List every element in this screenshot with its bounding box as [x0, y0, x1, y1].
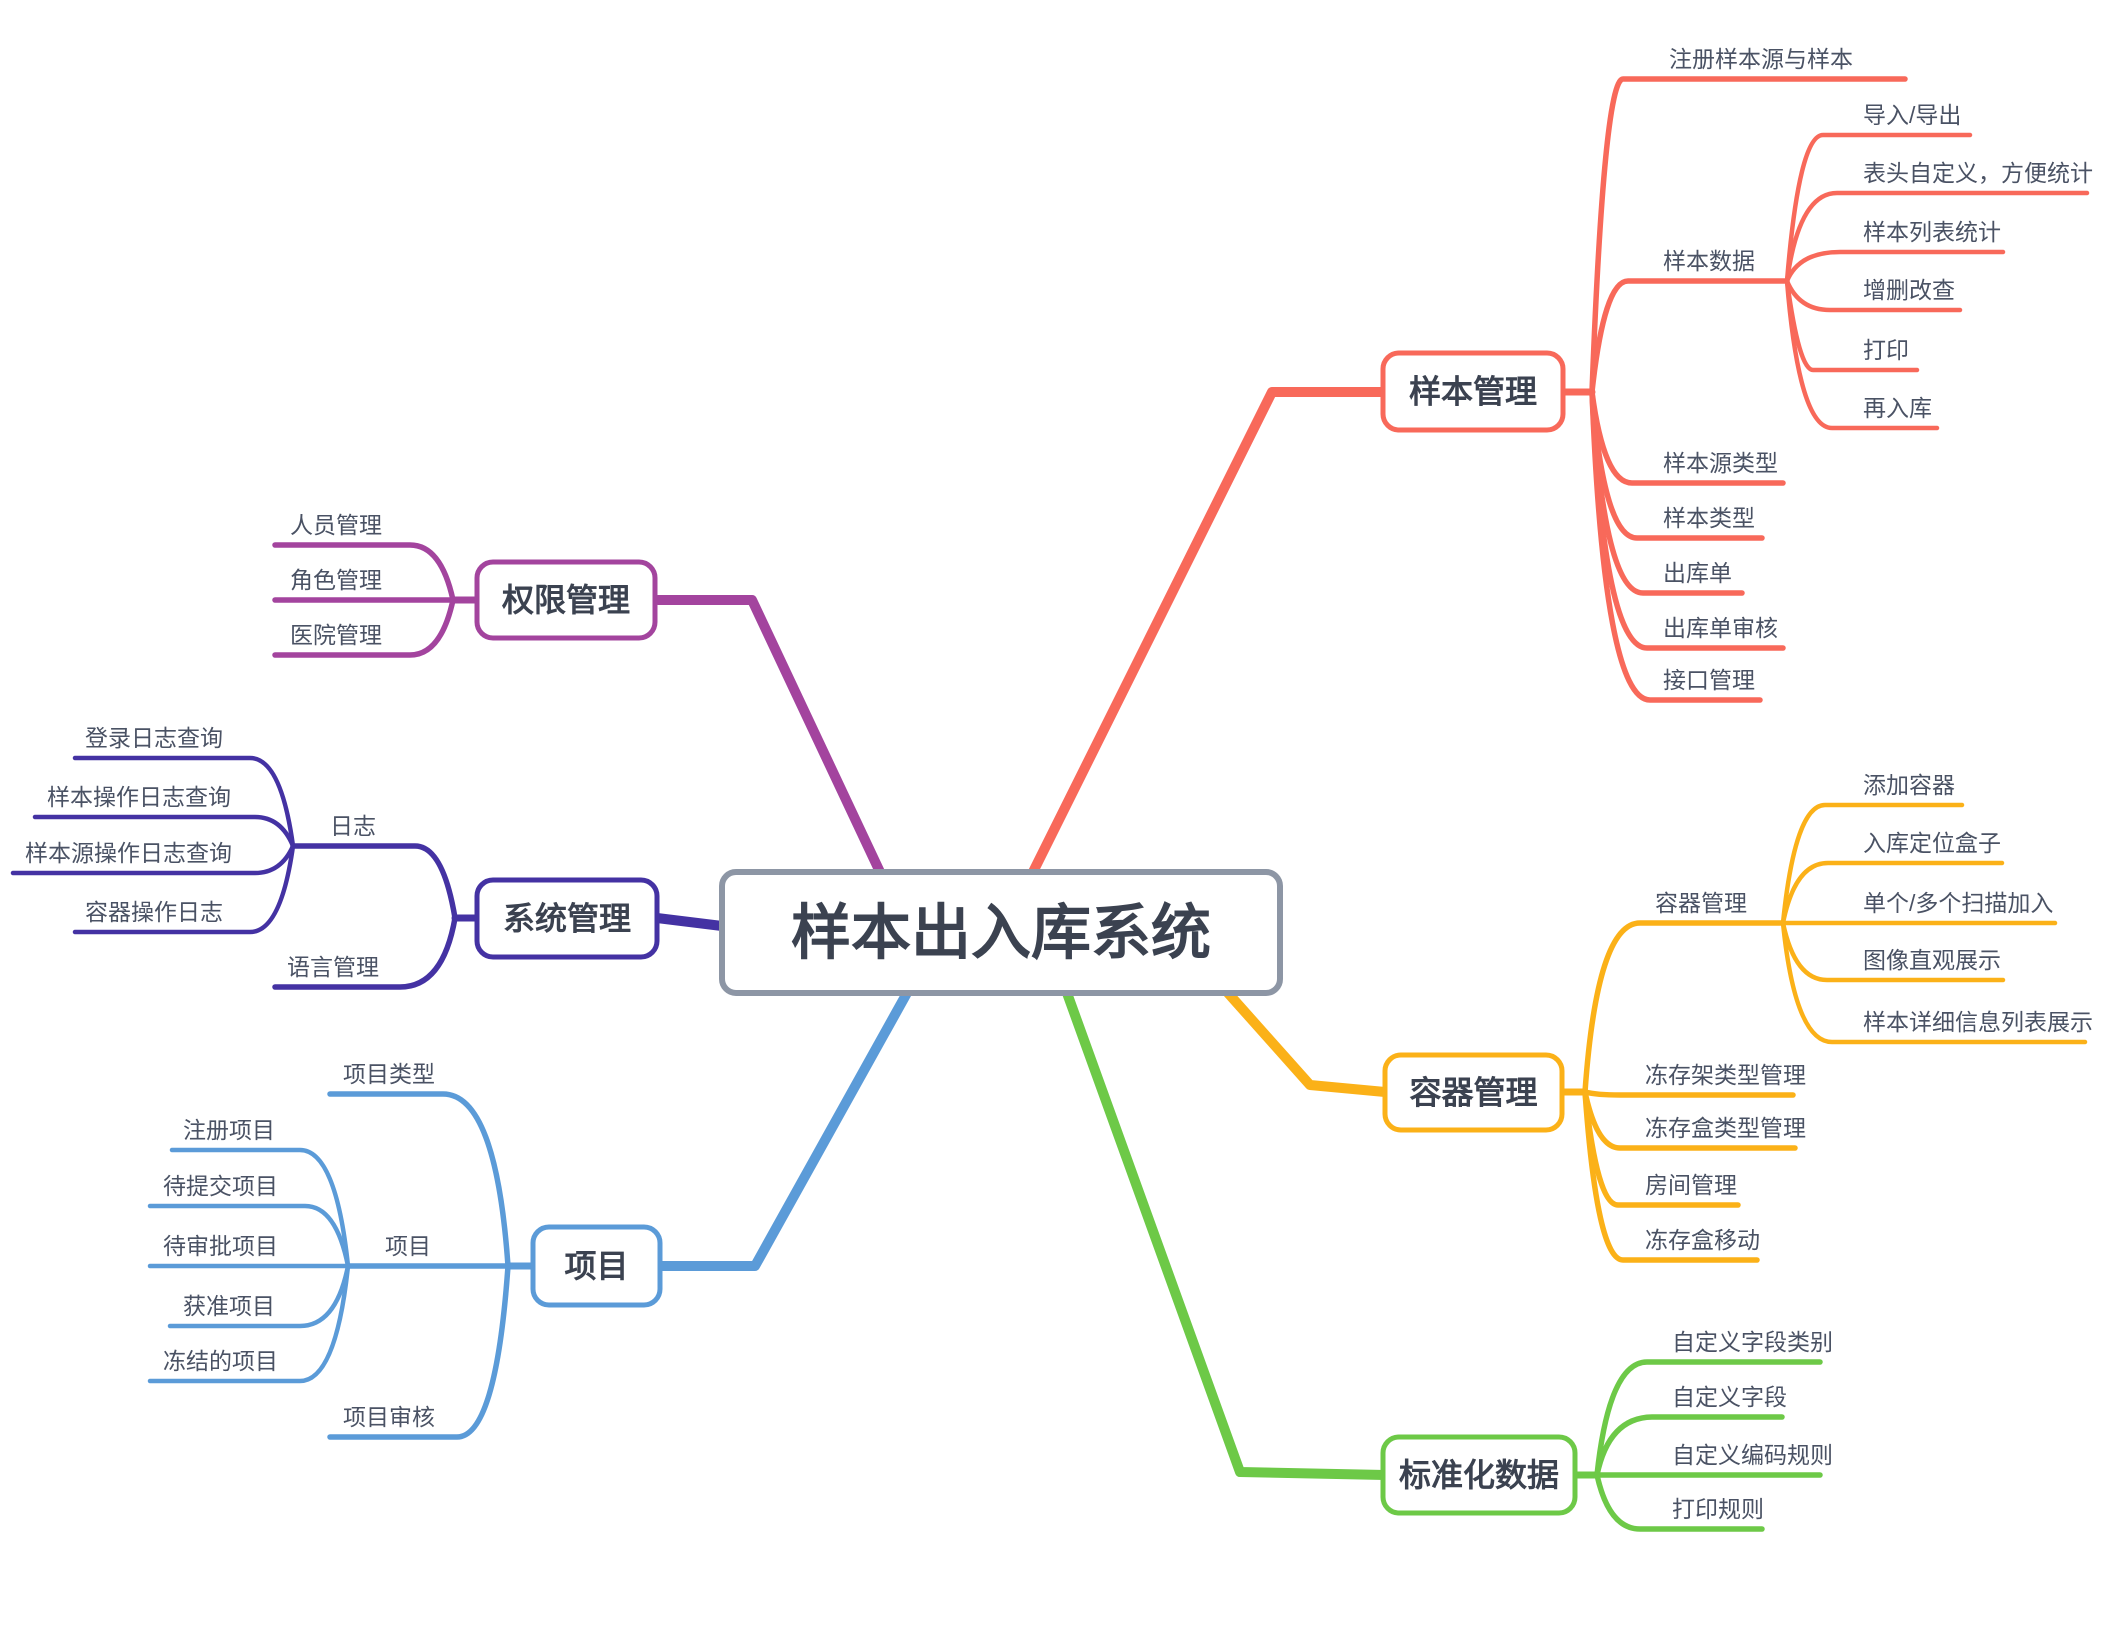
topic-label[interactable]: 房间管理	[1645, 1172, 1737, 1198]
branch-link-project	[655, 988, 912, 1271]
branch-node-permission-management[interactable]	[474, 559, 658, 641]
branch-node-label[interactable]: 系统管理	[503, 901, 631, 937]
topic-label[interactable]: 增删改查	[1863, 277, 1955, 303]
topic-label[interactable]: 样本操作日志查询	[47, 784, 231, 810]
branch-node-project[interactable]	[530, 1224, 663, 1308]
topic-label[interactable]: 容器管理	[1655, 890, 1747, 916]
topic-label[interactable]: 添加容器	[1863, 772, 1955, 798]
branch-node-container-management[interactable]	[1382, 1052, 1565, 1133]
topic-label[interactable]: 接口管理	[1663, 667, 1755, 693]
topic-link-project	[169, 1147, 351, 1269]
topic-link-container-management	[1582, 1089, 1760, 1263]
topic-label[interactable]: 角色管理	[290, 567, 382, 593]
topic-link-project	[327, 1263, 511, 1440]
topic-label[interactable]: 冻存架类型管理	[1645, 1062, 1806, 1088]
topic-link-standardized-data	[1594, 1359, 1823, 1478]
topic-link-sample-management	[1589, 278, 1790, 395]
topic-label[interactable]: 待审批项目	[163, 1233, 278, 1259]
topic-label[interactable]: 出库单	[1663, 560, 1732, 586]
branch-node-system-management[interactable]	[474, 877, 660, 960]
topic-link-container-management	[1780, 860, 2005, 926]
topic-link-system-management	[290, 843, 458, 921]
branch-link-system-management	[652, 913, 727, 931]
topic-link-sample-management	[1784, 278, 1940, 431]
topic-link-project	[147, 1263, 351, 1384]
branch-link-permission-management	[653, 595, 885, 877]
central-topic-label[interactable]: 样本出入库系统	[791, 900, 1211, 967]
topic-label[interactable]: 样本类型	[1663, 505, 1755, 531]
topic-label[interactable]: 待提交项目	[163, 1173, 278, 1199]
topic-label[interactable]: 入库定位盒子	[1863, 830, 2001, 856]
branch-node-sample-management[interactable]	[1380, 350, 1566, 433]
topic-label[interactable]: 出库单审核	[1663, 615, 1778, 641]
topic-label[interactable]: 注册项目	[183, 1117, 275, 1143]
topic-link-sample-management	[1784, 249, 2006, 284]
branch-node-standardized-data[interactable]	[1380, 1434, 1578, 1516]
topic-label[interactable]: 样本详细信息列表展示	[1863, 1009, 2093, 1035]
topic-link-sample-management	[1589, 76, 1908, 395]
topic-label[interactable]: 样本源类型	[1663, 450, 1778, 476]
topic-label[interactable]: 注册样本源与样本	[1669, 46, 1853, 72]
topic-label[interactable]: 医院管理	[290, 622, 382, 648]
topic-label[interactable]: 登录日志查询	[85, 725, 223, 751]
topic-label[interactable]: 自定义字段	[1672, 1384, 1787, 1410]
topic-label[interactable]: 导入/导出	[1863, 102, 1961, 128]
topic-link-project	[327, 1091, 511, 1269]
topic-link-system-management	[72, 843, 296, 935]
topic-label[interactable]: 获准项目	[183, 1293, 275, 1319]
branch-node-label[interactable]: 容器管理	[1409, 1075, 1537, 1111]
branch-node-label[interactable]: 样本管理	[1409, 374, 1537, 410]
topic-link-permission-management	[272, 542, 456, 603]
branch-link-container-management	[1223, 988, 1390, 1097]
topic-link-sample-management	[1589, 389, 1763, 703]
branch-node-label[interactable]: 权限管理	[501, 582, 630, 618]
topic-link-standardized-data	[1594, 1414, 1785, 1478]
topic-label[interactable]: 样本源操作日志查询	[25, 840, 232, 866]
topic-link-sample-management	[1784, 132, 1973, 284]
topic-label[interactable]: 图像直观展示	[1863, 947, 2001, 973]
topic-label[interactable]: 自定义编码规则	[1672, 1442, 1833, 1468]
topic-link-container-management	[1780, 920, 2088, 1045]
topic-label[interactable]: 冻存盒移动	[1645, 1227, 1760, 1253]
topic-link-standardized-data	[1594, 1472, 1765, 1532]
topic-link-container-management	[1582, 920, 1786, 1095]
branch-link-standardized-data	[1062, 988, 1390, 1480]
topic-link-container-management	[1582, 1089, 1796, 1098]
branch-link-sample-management	[1028, 387, 1390, 877]
topic-label[interactable]: 日志	[330, 813, 376, 839]
topic-label[interactable]: 冻存盒类型管理	[1645, 1115, 1806, 1141]
topic-label[interactable]: 样本列表统计	[1863, 219, 2001, 245]
topic-label[interactable]: 语言管理	[287, 954, 379, 980]
topic-link-sample-management	[1784, 190, 2090, 284]
topic-label[interactable]: 打印规则	[1672, 1496, 1764, 1522]
topic-link-project	[147, 1203, 351, 1269]
topic-label[interactable]: 打印	[1863, 337, 1909, 363]
topic-link-system-management	[72, 755, 296, 849]
topic-link-system-management	[272, 915, 458, 990]
topic-label[interactable]: 样本数据	[1663, 248, 1755, 274]
topic-link-permission-management	[272, 597, 456, 658]
topic-label[interactable]: 表头自定义，方便统计	[1863, 160, 2093, 186]
topic-label[interactable]: 项目类型	[343, 1061, 435, 1087]
topic-label[interactable]: 项目	[385, 1233, 431, 1259]
branch-node-label[interactable]: 项目	[564, 1248, 628, 1284]
topic-label[interactable]: 项目审核	[343, 1404, 435, 1430]
topic-label[interactable]: 人员管理	[290, 512, 382, 538]
topic-label[interactable]: 冻结的项目	[163, 1348, 278, 1374]
topic-label[interactable]: 自定义字段类别	[1672, 1329, 1833, 1355]
topic-label[interactable]: 再入库	[1863, 395, 1932, 421]
topic-label[interactable]: 容器操作日志	[85, 899, 223, 925]
topic-link-system-management	[32, 814, 296, 849]
topic-link-container-management	[1780, 802, 1965, 926]
topic-label[interactable]: 单个/多个扫描加入	[1863, 890, 2053, 916]
central-topic-node[interactable]	[719, 869, 1283, 996]
branch-node-label[interactable]: 标准化数据	[1399, 1457, 1559, 1493]
